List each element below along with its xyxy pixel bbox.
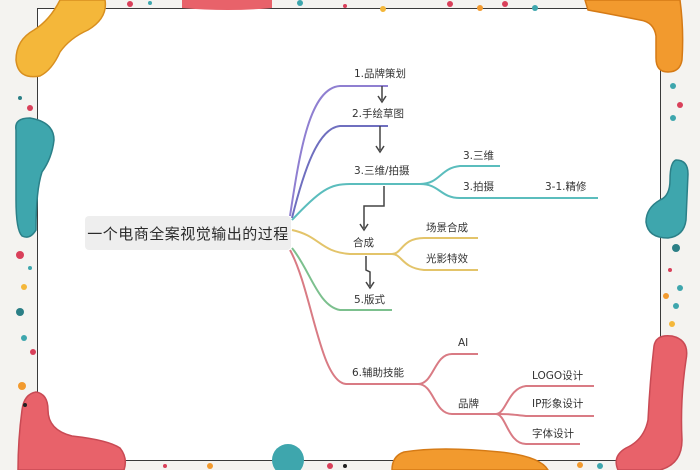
node-photo[interactable]: 3.拍摄	[463, 181, 495, 193]
teal-drop-icon	[272, 444, 304, 470]
node-brand-planning[interactable]: 1.品牌策划	[354, 68, 407, 80]
teal-blob-icon	[15, 117, 55, 238]
orange-blob-bottom-icon	[391, 448, 549, 470]
node-compositing[interactable]: 合成	[353, 237, 374, 249]
red-blob-icon	[182, 0, 272, 10]
node-scene-composite[interactable]: 场景合成	[426, 222, 468, 234]
node-3d[interactable]: 3.三维	[463, 150, 495, 162]
teal-blob-right-icon	[645, 159, 689, 239]
node-light-effects[interactable]: 光影特效	[426, 253, 468, 265]
root-node[interactable]: 一个电商全案视觉输出的过程	[85, 216, 291, 250]
orange-blob-icon	[584, 0, 684, 73]
node-hand-sketch[interactable]: 2.手绘草图	[352, 108, 405, 120]
node-layout[interactable]: 5.版式	[354, 294, 386, 306]
red-blob-right-icon	[615, 334, 688, 470]
node-retouch[interactable]: 3-1.精修	[545, 181, 587, 193]
node-brand[interactable]: 品牌	[458, 398, 479, 410]
node-logo-design[interactable]: LOGO设计	[532, 370, 584, 382]
confetti-dots-icon	[16, 0, 683, 469]
node-ip-design[interactable]: IP形象设计	[532, 398, 584, 410]
node-3d-photo[interactable]: 3.三维/拍摄	[354, 165, 410, 177]
red-blob-bottom-icon	[17, 391, 127, 470]
node-font-design[interactable]: 字体设计	[532, 428, 574, 440]
node-ai[interactable]: AI	[458, 337, 469, 349]
node-aux-skills[interactable]: 6.辅助技能	[352, 367, 405, 379]
yellow-blob-icon	[15, 0, 107, 78]
